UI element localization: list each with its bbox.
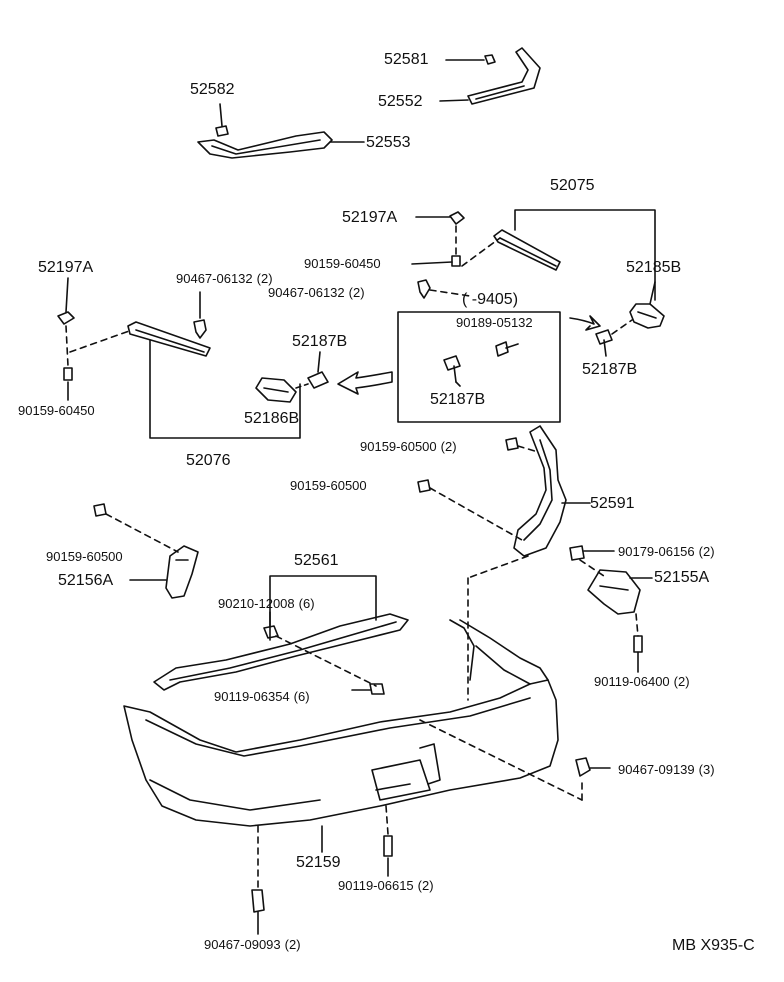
label-90119-06354: 90119-06354(6) xyxy=(214,689,310,704)
label-52197A-top: 52197A xyxy=(342,209,398,226)
label-90467-06132-b: 90467-06132(2) xyxy=(176,271,273,286)
part-90179-06156-nut xyxy=(569,545,585,561)
leader-52197A-left xyxy=(65,277,69,313)
label-90467-09139: 90467-09139(3) xyxy=(618,762,715,777)
label-52553: 52553 xyxy=(366,134,411,151)
part-90467-06132-clip-b xyxy=(193,319,207,339)
part-52187B-screw-c xyxy=(595,329,613,357)
dashed-52591-down xyxy=(467,555,529,579)
part-90159-60450-screw-b xyxy=(63,367,73,381)
label-90119-06400: 90119-06400(2) xyxy=(594,674,690,689)
dashed-90159-60500-c xyxy=(105,513,179,553)
dashed-52187B-c xyxy=(611,319,633,335)
dashed-52197A-left xyxy=(65,325,69,367)
label-52581: 52581 xyxy=(384,51,429,68)
part-52561-reinforcement xyxy=(153,613,409,691)
part-90467-09139-clip xyxy=(575,757,591,777)
leader-52187B-a xyxy=(317,351,321,373)
part-52075-retainer xyxy=(493,229,561,271)
part-90467-09093-clip xyxy=(251,889,265,913)
bracket-52561 xyxy=(269,575,377,641)
label-52076: 52076 xyxy=(186,452,231,469)
part-52582-clip xyxy=(215,125,229,137)
part-52552-molding xyxy=(467,47,541,105)
dashed-bumper-bottom xyxy=(385,805,389,835)
label-52552: 52552 xyxy=(378,93,423,110)
label-52186B: 52186B xyxy=(244,410,300,427)
label-9405: ( -9405) xyxy=(462,291,519,308)
part-90119-06354-bolt xyxy=(369,683,385,695)
label-52187B-b: 52187B xyxy=(430,391,486,408)
label-52197A-left: 52197A xyxy=(38,259,94,276)
label-52185B: 52185B xyxy=(626,259,682,276)
dashed-90179-06156 xyxy=(579,559,605,577)
part-90119-06615-bolt xyxy=(383,835,393,857)
part-90159-60500-screw-a xyxy=(505,437,519,451)
bracket-52075 xyxy=(514,209,656,301)
bracket-52076 xyxy=(149,339,301,439)
dashed-90159-60500-a xyxy=(517,445,539,453)
label-90210-12008: 90210-12008(6) xyxy=(218,596,315,611)
label-90159-60500-a: 90159-60500(2) xyxy=(360,439,457,454)
dashed-52186B xyxy=(295,383,309,389)
part-90119-06400-bolt xyxy=(633,635,643,653)
part-90467-06132-clip-a xyxy=(417,279,431,299)
leader-90159-60450-a xyxy=(411,261,453,265)
part-52591-retainer xyxy=(513,425,567,557)
label-52187B-a: 52187B xyxy=(292,333,348,350)
leader-52582 xyxy=(219,103,223,127)
label-90467-09093: 90467-09093(2) xyxy=(204,937,301,952)
label-52075: 52075 xyxy=(550,177,595,194)
part-90159-60450-screw-a xyxy=(451,255,461,267)
label-52591: 52591 xyxy=(590,495,635,512)
dashed-52155A-down xyxy=(635,613,639,637)
part-90159-60500-screw-b xyxy=(417,479,431,493)
arrow-to-52185B xyxy=(569,315,601,331)
part-52155A-bracket xyxy=(587,569,641,615)
part-52581-clip xyxy=(484,54,496,65)
label-90159-60500-c: 90159-60500 xyxy=(46,549,123,564)
leader-52187B-b xyxy=(455,381,461,387)
part-90189-05132-bolt xyxy=(495,341,519,357)
part-52076-retainer xyxy=(127,321,211,357)
label-52155A: 52155A xyxy=(654,569,710,586)
inset-box xyxy=(397,311,561,423)
part-52156A-bracket xyxy=(165,545,199,599)
leader-52185B xyxy=(649,281,656,305)
label-90467-06132-a: 90467-06132(2) xyxy=(268,285,365,300)
label-52187B-c: 52187B xyxy=(582,361,638,378)
part-52197A-clip-top xyxy=(449,211,465,225)
dashed-90467-a xyxy=(429,289,471,297)
dashed-bumper-right xyxy=(419,719,583,801)
diagram-reference-code: MB X935-C xyxy=(672,937,755,954)
dashed-52075 xyxy=(461,237,501,267)
part-52185B-bracket xyxy=(629,303,665,329)
part-52186B-bracket xyxy=(255,377,297,403)
label-52561: 52561 xyxy=(294,552,339,569)
dashed-90210-12008 xyxy=(275,635,377,687)
part-52159-bumper-cover xyxy=(123,619,559,827)
label-90189-05132: 90189-05132 xyxy=(456,315,533,330)
label-90179-06156: 90179-06156(2) xyxy=(618,544,715,559)
label-90159-60500-b: 90159-60500 xyxy=(290,478,367,493)
label-90119-06615: 90119-06615(2) xyxy=(338,878,434,893)
part-90210-12008-nut xyxy=(263,625,279,639)
part-90159-60500-screw-c xyxy=(93,503,107,517)
part-52187B-screw-a xyxy=(307,371,329,389)
part-52553-molding xyxy=(197,131,333,159)
dashed-90159-60500-b xyxy=(429,487,523,541)
part-52187B-screw-b xyxy=(443,355,461,383)
label-52159: 52159 xyxy=(296,854,341,871)
arrow-to-52186B xyxy=(337,371,393,395)
dashed-52076-left xyxy=(69,329,133,353)
part-52197A-clip-left xyxy=(57,311,75,325)
label-52156A: 52156A xyxy=(58,572,114,589)
label-90159-60450-b: 90159-60450 xyxy=(18,403,95,418)
leader-52552 xyxy=(439,99,469,102)
label-52582: 52582 xyxy=(190,81,235,98)
label-90159-60450-a: 90159-60450 xyxy=(304,256,381,271)
